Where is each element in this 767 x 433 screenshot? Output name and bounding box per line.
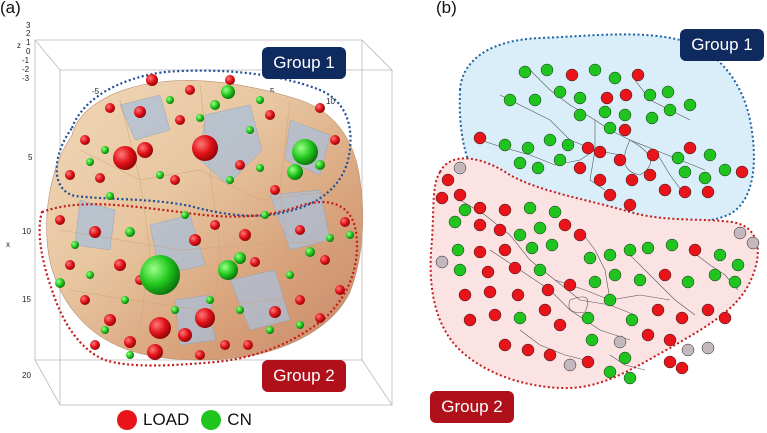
x-tick: 10 (22, 227, 31, 236)
load-legend-marker (117, 410, 137, 430)
x-tick: 15 (22, 295, 31, 304)
z-tick: -1 (22, 56, 30, 65)
panel-b-letter: (b) (436, 0, 457, 17)
panel-a-3d-plot: z 3 2 1 0 -1 -2 -3 -5 0 5 10 5 10 x 15 2… (6, 21, 393, 406)
z-tick: -3 (22, 74, 30, 83)
z-tick: 2 (26, 29, 31, 38)
y-tick: 5 (270, 87, 275, 96)
load-spheres (55, 74, 350, 360)
cn-legend-marker (201, 410, 222, 430)
group2-region-outline (38, 201, 359, 367)
group1-region-outline (55, 69, 352, 217)
z-axis-label: z (17, 41, 21, 50)
panel-b-group1-label: Group 1 (680, 29, 764, 61)
panel-b-network (429, 33, 760, 390)
y-tick: -5 (92, 87, 100, 96)
network-nodes (435, 63, 760, 385)
z-tick: -2 (22, 65, 30, 74)
y-tick: 10 (326, 97, 335, 106)
z-tick: 1 (26, 38, 31, 47)
panel-a-group2-label: Group 2 (262, 360, 346, 392)
x-axis-label: x (6, 240, 10, 249)
z-tick: 3 (26, 21, 31, 30)
z-tick: 0 (26, 47, 31, 56)
legend: LOAD CN (117, 409, 264, 431)
group2-region (429, 157, 759, 390)
x-tick: 20 (22, 371, 31, 380)
panel-a-group1-label: Group 1 (262, 47, 346, 79)
panel-b-group2-label: Group 2 (430, 391, 514, 423)
surface-facet-lines (59, 84, 351, 351)
panel-a-letter: (a) (0, 0, 21, 17)
load-legend-label: LOAD (143, 410, 190, 429)
plot-bounding-box (34, 39, 393, 406)
cn-legend-label: CN (227, 410, 252, 429)
x-tick: 5 (28, 153, 33, 162)
cn-spheres (55, 85, 354, 359)
